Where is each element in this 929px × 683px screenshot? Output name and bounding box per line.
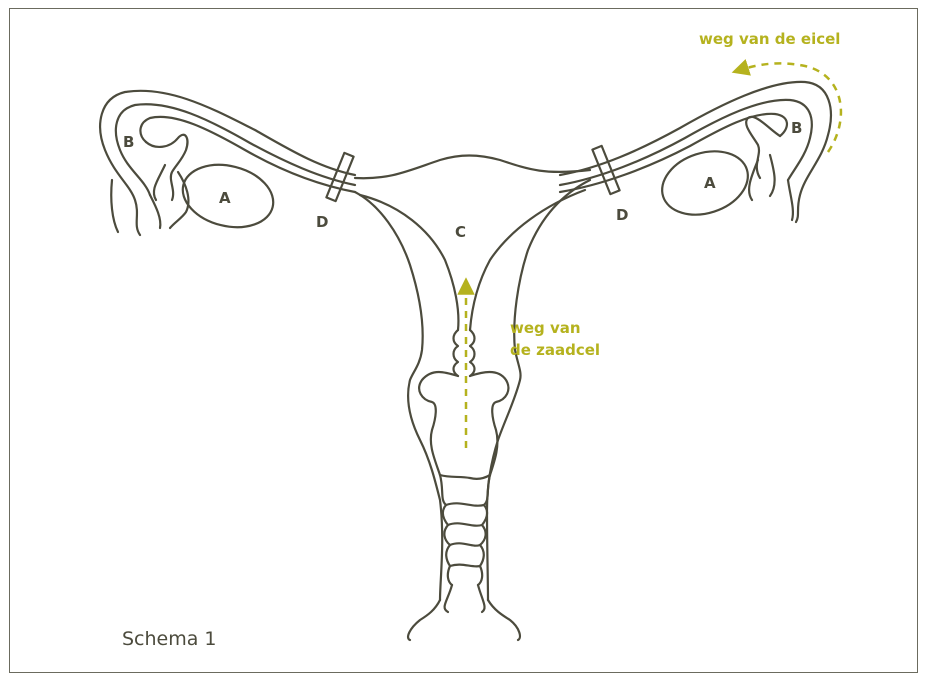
label-a-left: A <box>219 189 231 207</box>
sperm-path-label-line1: weg van <box>510 319 581 337</box>
label-d-left: D <box>316 213 328 231</box>
label-d-right: D <box>616 206 628 224</box>
sperm-path-label-line2: de zaadcel <box>510 341 600 359</box>
label-b-right: B <box>791 119 802 137</box>
uterus-outline-left <box>355 192 442 600</box>
label-b-left: B <box>123 133 134 151</box>
right-fallopian-tube <box>560 82 831 222</box>
label-a-right: A <box>704 174 716 192</box>
left-tube-band <box>326 153 353 201</box>
vagina <box>408 475 520 640</box>
egg-path-label: weg van de eicel <box>699 30 840 48</box>
uterus-body <box>355 156 590 179</box>
label-c: C <box>455 223 466 241</box>
diagram-caption: Schema 1 <box>122 628 217 650</box>
